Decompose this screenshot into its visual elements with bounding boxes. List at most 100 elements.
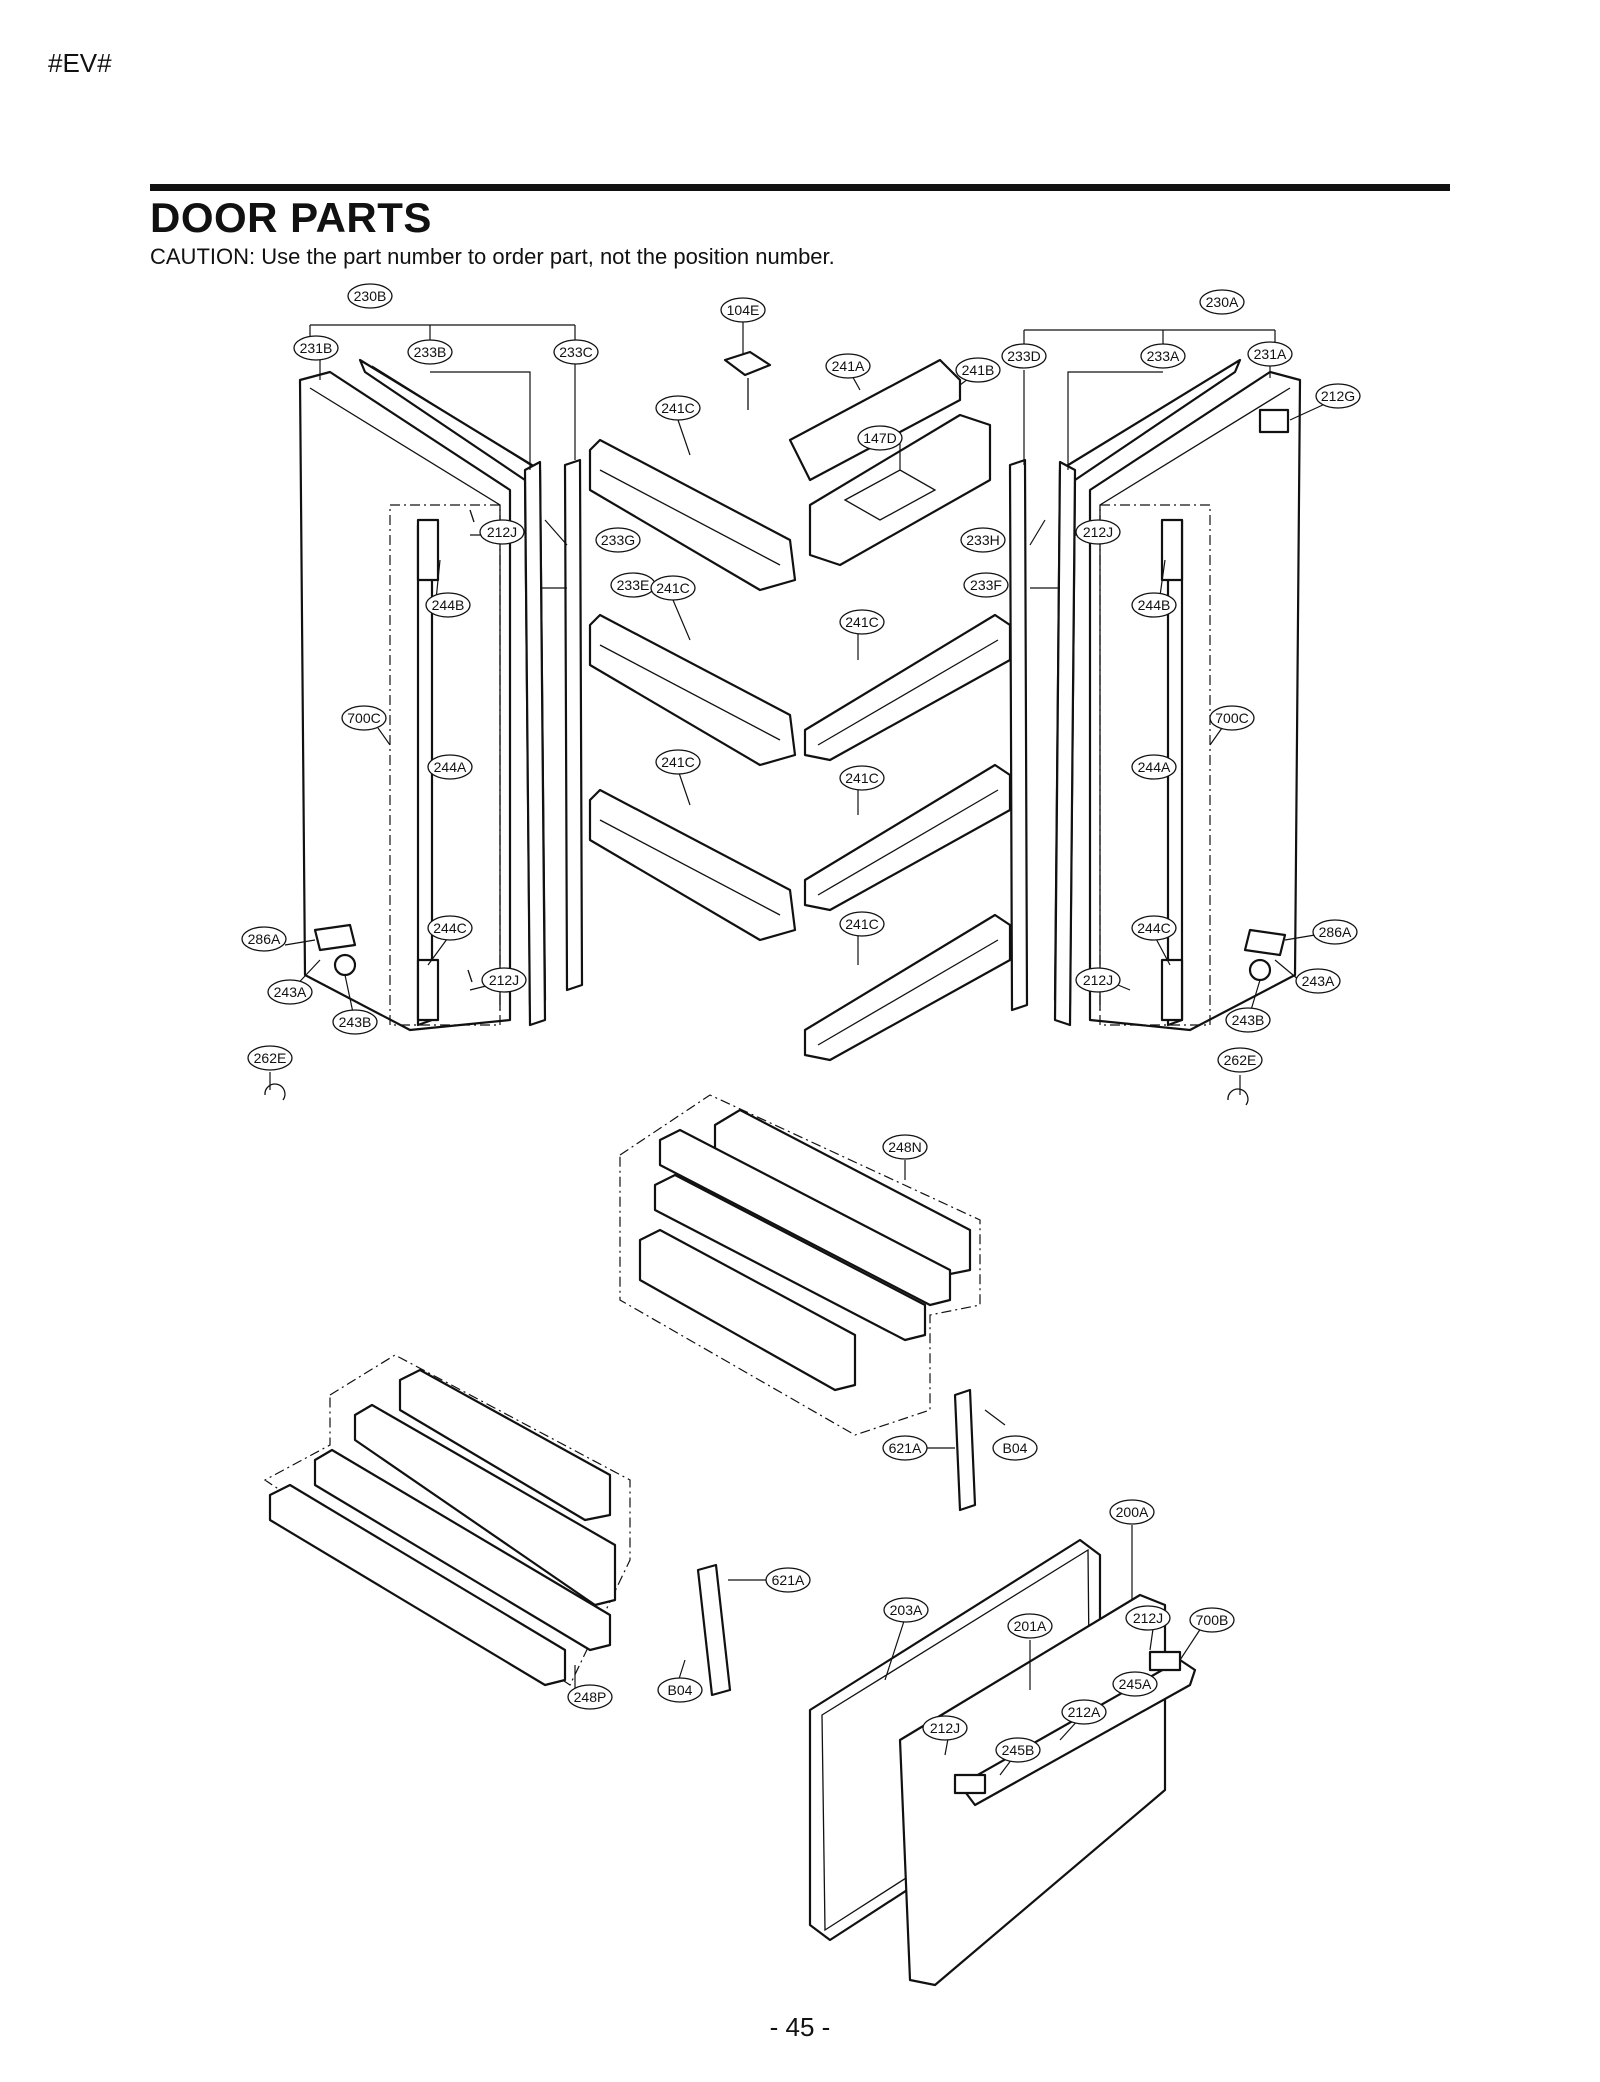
drawer-rail-assembly	[619, 1094, 981, 1512]
callout-244a: 244A	[427, 754, 473, 780]
callout-text: 243B	[1232, 1012, 1265, 1028]
callout-243b: 243B	[1225, 1007, 1271, 1033]
callout-text: 147D	[863, 430, 896, 446]
callout-286a: 286A	[241, 926, 287, 952]
callout-233a: 233A	[1140, 343, 1186, 369]
left-hinge	[313, 923, 357, 952]
right-door-seal-strip	[1053, 460, 1077, 1027]
left-handle-top-mount	[416, 518, 440, 582]
title-rule	[150, 184, 1450, 191]
callout-b04: B04	[992, 1435, 1038, 1461]
callout-text: 241B	[962, 362, 995, 378]
callout-b04: B04	[657, 1677, 703, 1703]
callout-230b: 230B	[347, 283, 393, 309]
callout-262e: 262E	[1217, 1047, 1263, 1073]
callout-text: 244A	[1138, 759, 1171, 775]
callout-212j: 212J	[1075, 519, 1121, 545]
bin-right-1	[803, 613, 1012, 762]
callout-text: 700C	[1215, 710, 1248, 726]
callout-621a: 621A	[765, 1567, 811, 1593]
right-label	[1258, 408, 1290, 434]
rail-bracket-621a-lower	[696, 1563, 732, 1697]
callout-245a: 245A	[1112, 1671, 1158, 1697]
lower-rail-1	[398, 1368, 612, 1522]
dairy-cover	[788, 358, 962, 482]
callout-text: 230B	[354, 288, 387, 304]
callout-text: 262E	[1224, 1052, 1257, 1068]
callout-text: 231A	[1254, 346, 1287, 362]
page-title: DOOR PARTS	[150, 194, 432, 241]
dairy-bin	[808, 413, 992, 567]
callout-243a: 243A	[267, 979, 313, 1005]
callout-233h: 233H	[960, 527, 1006, 553]
callout-text: 233G	[601, 532, 635, 548]
right-door-panel	[1088, 370, 1302, 1032]
left-door-assembly	[264, 358, 584, 1101]
callout-241c: 241C	[839, 911, 885, 937]
callout-212j: 212J	[1075, 967, 1121, 993]
rail-b	[653, 1173, 927, 1342]
callout-233d: 233D	[1001, 343, 1047, 369]
callout-230a: 230A	[1199, 289, 1245, 315]
callout-text: 245B	[1002, 1742, 1035, 1758]
callout-700b: 700B	[1189, 1607, 1235, 1633]
callout-text: 241C	[845, 916, 878, 932]
callout-212a: 212A	[1061, 1699, 1107, 1725]
callout-text: 212J	[487, 524, 517, 540]
right-door-assembly	[1008, 358, 1302, 1106]
callout-text: 700C	[347, 710, 380, 726]
callout-244b: 244B	[425, 592, 471, 618]
callout-text: 286A	[1319, 924, 1352, 940]
callout-233f: 233F	[963, 572, 1009, 598]
bin-right-2	[803, 763, 1012, 912]
callout-241b: 241B	[955, 357, 1001, 383]
rail-c	[638, 1228, 857, 1392]
lower-rail-2	[353, 1403, 617, 1607]
callout-text: 245A	[1119, 1676, 1152, 1692]
rail-bracket-621a	[953, 1388, 977, 1512]
door-bins	[588, 350, 1012, 1062]
callout-231a: 231A	[1247, 341, 1293, 367]
callout-262e: 262E	[247, 1045, 293, 1071]
right-handle-top-mount	[1160, 518, 1184, 582]
callout-text: 233F	[970, 577, 1002, 593]
callout-233g: 233G	[595, 527, 641, 553]
callout-text: 104E	[727, 302, 760, 318]
rail-a	[658, 1128, 952, 1307]
right-hinge	[1243, 928, 1287, 957]
callout-text: 212J	[1133, 1610, 1163, 1626]
callout-212j: 212J	[1125, 1605, 1171, 1631]
callout-text: 241C	[656, 580, 689, 596]
callout-241c: 241C	[839, 765, 885, 791]
callout-241c: 241C	[655, 395, 701, 421]
dairy-tray	[843, 469, 937, 521]
callout-244a: 244A	[1131, 754, 1177, 780]
callout-248p: 248P	[567, 1684, 613, 1710]
callout-text: 212G	[1321, 388, 1355, 404]
callout-text: 212J	[489, 972, 519, 988]
callout-241c: 241C	[650, 575, 696, 601]
bin-left-1	[588, 438, 797, 592]
callout-text: 621A	[772, 1572, 805, 1588]
callout-text: 262E	[254, 1050, 287, 1066]
callout-text: 241A	[832, 358, 865, 374]
callout-text: 241C	[661, 754, 694, 770]
callout-104e: 104E	[720, 297, 766, 323]
callout-text: 244B	[1138, 597, 1171, 613]
bin-left-3	[588, 788, 797, 942]
callout-233b: 233B	[407, 339, 453, 365]
left-handle-bottom-mount	[416, 958, 440, 1022]
callout-243a: 243A	[1295, 968, 1341, 994]
callout-text: 201A	[1014, 1618, 1047, 1634]
callout-text: 244C	[433, 920, 466, 936]
callout-text: 700B	[1196, 1612, 1229, 1628]
caution-note: CAUTION: Use the part number to order pa…	[150, 244, 835, 269]
callout-text: 241C	[845, 614, 878, 630]
callout-text: 244C	[1137, 920, 1170, 936]
callout-text: 233B	[414, 344, 447, 360]
callout-text: 233A	[1147, 348, 1180, 364]
bin-right-3	[803, 913, 1012, 1062]
callout-243b: 243B	[332, 1009, 378, 1035]
right-e-ring	[1227, 1088, 1249, 1106]
